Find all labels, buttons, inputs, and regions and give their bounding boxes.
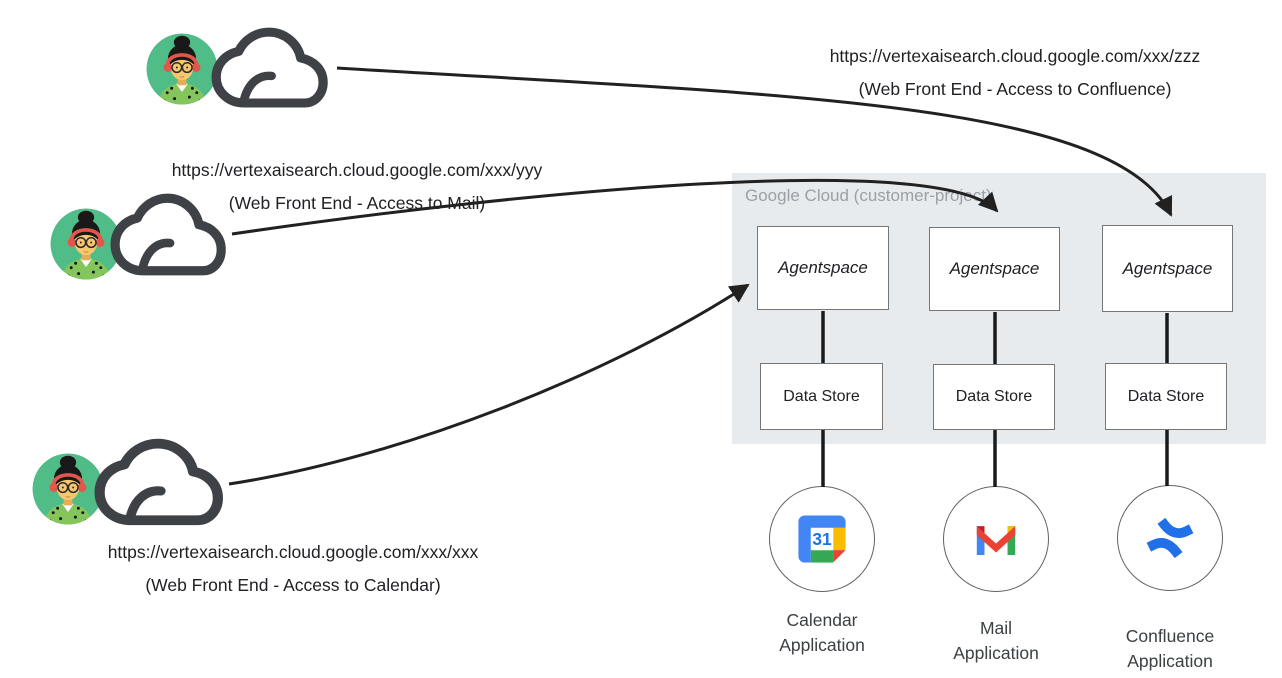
datastore-label: Data Store xyxy=(783,387,860,405)
agentspace-box-confluence: Agentspace xyxy=(1102,225,1233,312)
confluence-app-label: Confluence Application xyxy=(1125,626,1215,671)
agentspace-label: Agentspace xyxy=(1122,258,1213,278)
calendar-app-circle: 31 xyxy=(769,486,875,592)
url-calendar: https://vertexaisearch.cloud.google.com/… xyxy=(68,536,518,602)
gmail-icon xyxy=(976,526,1016,555)
url-text: https://vertexaisearch.cloud.google.com/… xyxy=(171,160,543,180)
calendar-day-number: 31 xyxy=(812,529,832,549)
agentspace-box-calendar: Agentspace xyxy=(757,226,889,310)
url-text: https://vertexaisearch.cloud.google.com/… xyxy=(107,542,479,562)
google-calendar-icon: 31 xyxy=(798,515,846,563)
datastore-label: Data Store xyxy=(1127,387,1205,405)
agentspace-box-mail: Agentspace xyxy=(929,227,1060,311)
datastore-box-confluence: Data Store xyxy=(1105,363,1227,430)
agentspace-label: Agentspace xyxy=(949,259,1040,278)
url-confluence: https://vertexaisearch.cloud.google.com/… xyxy=(790,40,1240,106)
arrow-to-calendar-agentspace xyxy=(228,283,750,486)
mail-app-label: Mail Application xyxy=(953,618,1039,663)
url-caption: (Web Front End - Access to Calendar) xyxy=(145,575,441,595)
confluence-icon xyxy=(1146,517,1194,559)
cloud-icon-calendar-user xyxy=(85,438,231,530)
confluence-app-circle xyxy=(1117,485,1223,591)
datastore-box-calendar: Data Store xyxy=(760,363,883,430)
url-text: https://vertexaisearch.cloud.google.com/… xyxy=(829,46,1201,66)
agentspace-label: Agentspace xyxy=(778,258,868,277)
datastore-label: Data Store xyxy=(955,388,1033,405)
mail-app-circle xyxy=(943,486,1049,592)
url-caption: (Web Front End - Access to Confluence) xyxy=(858,79,1172,99)
cloud-icon-mail-user xyxy=(102,193,233,280)
cloud-icon-confluence-user xyxy=(203,27,335,112)
google-cloud-project-title: Google Cloud (customer-project) xyxy=(745,186,992,205)
datastore-box-mail: Data Store xyxy=(933,364,1055,430)
calendar-app-label: Calendar Application xyxy=(779,610,865,655)
